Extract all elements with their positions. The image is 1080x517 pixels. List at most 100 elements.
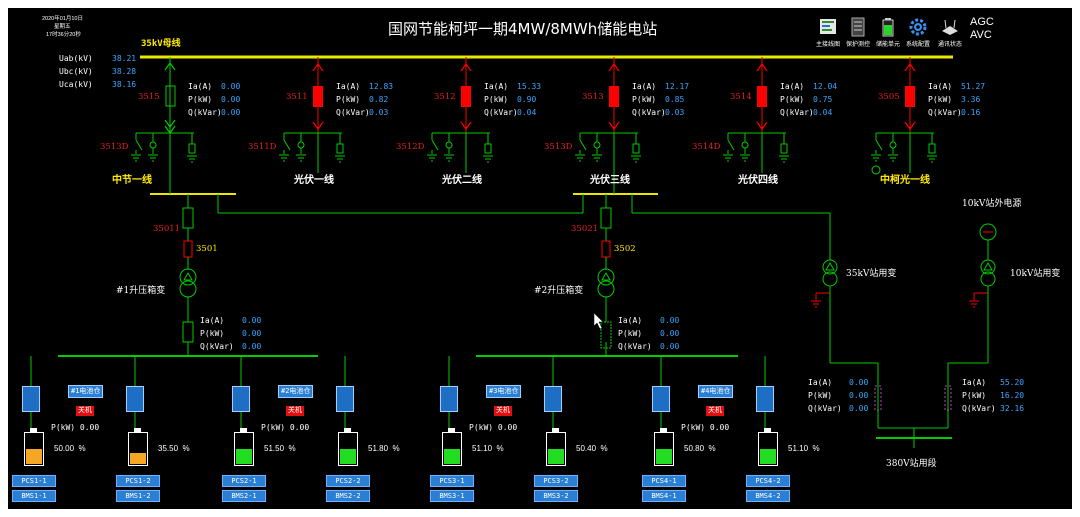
bms-button[interactable]: BMS3-2 <box>534 490 578 502</box>
arrow-down-icon <box>312 121 324 131</box>
isolator-icon <box>182 207 194 229</box>
status-badge[interactable]: 关机 <box>76 406 94 416</box>
feeder-breaker-label: 3505 <box>878 92 900 102</box>
feeder-meas-labels: Ia(A)P(kW)Q(kVar) <box>336 82 370 117</box>
feeder-name: 中柯光一线 <box>880 175 930 186</box>
pcs-inverter-icon[interactable] <box>544 386 562 412</box>
date-text: 2020年01月10日 <box>42 16 83 22</box>
transformer-winding-icon <box>980 259 996 275</box>
pcs-inverter-icon[interactable] <box>232 386 250 412</box>
battery-soc-gauge <box>128 428 148 466</box>
soc-text: 50.80 % <box>684 444 716 453</box>
battery-container-button[interactable]: #4电池仓 <box>698 385 734 398</box>
unit-power: P(kW) 0.00 <box>469 423 518 432</box>
bus380-label: 380V站用段 <box>886 459 937 469</box>
feeder-name: 光伏四线 <box>738 175 778 186</box>
feeder-meas-labels: Ia(A)P(kW)Q(kVar) <box>780 82 814 117</box>
transformer-name: #1升压箱变 <box>116 286 166 296</box>
soc-text: 51.50 % <box>264 444 296 453</box>
toolbar-main-diagram-button[interactable]: 主接线图 <box>816 17 840 48</box>
battery-icon <box>882 18 894 37</box>
transformer-winding-icon <box>179 268 197 286</box>
pcs-inverter-icon[interactable] <box>336 386 354 412</box>
arrow-up-icon <box>460 62 472 72</box>
pcs-button[interactable]: PCS3-1 <box>430 475 474 487</box>
uab-value: 38.21 <box>112 54 137 63</box>
battery-container-button[interactable]: #3电池仓 <box>486 385 522 398</box>
toolbar-label: 主接线图 <box>816 42 841 48</box>
status-badge[interactable]: 关机 <box>286 406 304 416</box>
status-badge[interactable]: 关机 <box>494 406 512 416</box>
transformer-winding-icon <box>179 280 197 298</box>
pcs-button[interactable]: PCS1-1 <box>12 475 56 487</box>
battery-container-button[interactable]: #1电池仓 <box>68 385 104 398</box>
feeder-breaker-label: 3511 <box>286 92 308 102</box>
arrow-up-icon <box>904 62 916 72</box>
ss-meas-labels: Ia(A)P(kW)Q(kVar) <box>962 378 996 413</box>
page-title: 国网节能柯坪一期4MW/8MWh储能电站 <box>388 20 658 38</box>
toolbar-comm-button[interactable]: 通讯状态 <box>938 17 962 48</box>
pcs-inverter-icon[interactable] <box>652 386 670 412</box>
bms-button[interactable]: BMS1-1 <box>12 490 56 502</box>
pt-icon <box>780 143 788 154</box>
avc-button[interactable]: AVC <box>970 29 992 41</box>
bms-button[interactable]: BMS1-2 <box>116 490 160 502</box>
pcs-button[interactable]: PCS1-2 <box>116 475 160 487</box>
ubc-value: 38.28 <box>112 67 137 76</box>
mouse-cursor-icon <box>593 312 604 330</box>
pcs-inverter-icon[interactable] <box>440 386 458 412</box>
pcs-inverter-icon[interactable] <box>22 386 40 412</box>
toolbar-protection-button[interactable]: 保护测控 <box>846 17 870 48</box>
arrow-up-icon <box>312 62 324 72</box>
feeder-breaker-label: 3513 <box>582 92 604 102</box>
pcs-button[interactable]: PCS4-1 <box>642 475 686 487</box>
delta-icon <box>983 261 993 271</box>
toolbar-label: 通讯状态 <box>938 42 963 48</box>
feeder-meas-labels: Ia(A)P(kW)Q(kVar) <box>484 82 518 117</box>
bms-button[interactable]: BMS4-1 <box>642 490 686 502</box>
bms-button[interactable]: BMS3-1 <box>430 490 474 502</box>
toolbar-label: 保护测控 <box>846 42 871 48</box>
switch-icon <box>944 385 952 411</box>
pcs-button[interactable]: PCS2-2 <box>326 475 370 487</box>
agc-button[interactable]: AGC <box>970 16 994 28</box>
bms-button[interactable]: BMS4-2 <box>746 490 790 502</box>
soc-text: 50.00 % <box>54 444 86 453</box>
tr10-name: 10kV站用变 <box>1010 269 1061 279</box>
surge-arrester-icon <box>593 141 601 149</box>
toolbar-storage-button[interactable]: 储能单元 <box>876 17 900 48</box>
earth-switch-icon <box>431 139 439 151</box>
pcs-inverter-icon[interactable] <box>756 386 774 412</box>
uca-value: 38.16 <box>112 80 137 89</box>
breaker-open-icon <box>165 85 176 107</box>
switch-icon <box>874 385 882 411</box>
toolbar-config-button[interactable]: 系统配置 <box>906 17 930 48</box>
arrow-up-icon <box>164 61 176 71</box>
battery-soc-gauge <box>24 428 44 466</box>
server-icon <box>851 17 865 37</box>
gear-icon <box>909 18 927 36</box>
pcs-button[interactable]: PCS2-1 <box>222 475 266 487</box>
bms-button[interactable]: BMS2-1 <box>222 490 266 502</box>
surge-arrester-icon <box>149 141 157 149</box>
arrow-down-icon <box>756 121 768 131</box>
earth-switch-label: 3513D <box>544 142 573 152</box>
unit-power: P(kW) 0.00 <box>261 423 310 432</box>
delta-icon <box>601 271 611 281</box>
pcs-button[interactable]: PCS3-2 <box>534 475 578 487</box>
feeder-meas-labels: Ia(A)P(kW)Q(kVar) <box>188 82 222 117</box>
feeder-name: 光伏三线 <box>590 175 630 186</box>
earth-switch-label: 3513D <box>100 142 129 152</box>
pcs-inverter-icon[interactable] <box>126 386 144 412</box>
arrow-up-icon <box>756 62 768 72</box>
battery-container-button[interactable]: #2电池仓 <box>278 385 314 398</box>
bms-button[interactable]: BMS2-2 <box>326 490 370 502</box>
tr35-name: 35kV站用变 <box>846 269 897 279</box>
status-badge[interactable]: 关机 <box>706 406 724 416</box>
pcs-button[interactable]: PCS4-2 <box>746 475 790 487</box>
